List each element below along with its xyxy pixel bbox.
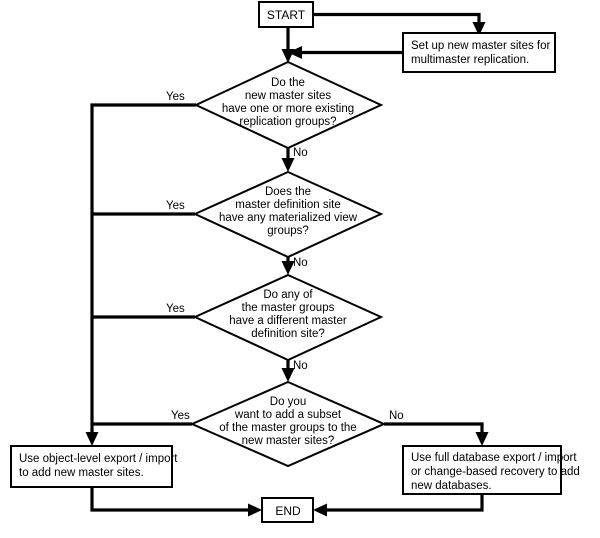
node-fulldatabase-line-2: or change-based recovery to add	[411, 466, 580, 478]
node-objectlevel-line-2: to add new master sites.	[19, 467, 144, 479]
node-decision3-line-4: definition site?	[251, 328, 325, 340]
node-fulldatabase-line-3: new databases.	[411, 480, 492, 492]
connector-d3-no	[281, 360, 295, 382]
edge-label-d3-no: No	[293, 360, 308, 372]
connector-fulldatabase-to-end	[313, 494, 484, 517]
connector-setup-to-decision1	[288, 46, 403, 59]
node-decision2-line-3: have any materialized view	[219, 212, 358, 224]
node-decision3-line-1: Do any of	[263, 289, 313, 301]
node-decision2-line-1: Does the	[265, 186, 311, 198]
node-setup-line-2: multimaster replication.	[411, 54, 529, 66]
node-start[interactable]: START	[258, 1, 314, 28]
node-object-level-export-import[interactable]: Use object-level export / import to add …	[10, 445, 178, 488]
connector-start-down	[281, 27, 295, 63]
connector-objectlevel-to-end	[90, 487, 262, 517]
node-end[interactable]: END	[261, 497, 314, 523]
node-decision2-line-2: master definition site	[235, 199, 340, 211]
edge-label-d2-yes: Yes	[166, 200, 185, 212]
node-decision2-line-4: groups?	[267, 225, 309, 237]
edge-label-d1-yes: Yes	[166, 91, 185, 103]
node-decision-materialized-view-groups[interactable]: Does the master definition site have any…	[192, 170, 384, 259]
node-decision4-line-4: new master sites?	[242, 435, 335, 447]
node-decision1-line-2: new master sites	[245, 90, 332, 102]
connector-yes-spine	[85, 103, 196, 446]
edge-label-d1-no: No	[293, 147, 308, 159]
node-decision-add-subset-of-master-groups[interactable]: Do you want to add a subset of the maste…	[189, 380, 387, 468]
node-objectlevel-line-1: Use object-level export / import	[19, 453, 178, 465]
node-fulldatabase-line-1: Use full database export / import	[411, 452, 577, 464]
connector-d2-no	[281, 257, 295, 275]
node-decision3-line-2: the master groups	[242, 302, 335, 314]
connector-d1-no	[281, 148, 295, 172]
node-end-label: END	[275, 504, 301, 518]
node-decision4-line-3: of the master groups to the	[219, 422, 356, 434]
edge-label-d4-no: No	[389, 410, 404, 422]
node-decision3-line-3: have a different master	[229, 315, 347, 327]
node-decision-existing-replication-groups[interactable]: Do the new master sites have one or more…	[193, 60, 384, 150]
node-setup-line-1: Set up new master sites for	[411, 40, 551, 52]
node-decision4-line-1: Do you	[270, 396, 306, 408]
edge-label-d3-yes: Yes	[166, 303, 185, 315]
node-decision1-line-1: Do the	[271, 77, 305, 89]
node-decision1-line-3: have one or more existing	[222, 103, 354, 115]
node-start-label: START	[267, 8, 306, 22]
node-decision-different-master-definition-site[interactable]: Do any of the master groups have a diffe…	[192, 273, 384, 362]
edge-label-d2-no: No	[293, 257, 308, 269]
node-full-database-export-import[interactable]: Use full database export / import or cha…	[402, 445, 580, 495]
node-setup-master-sites[interactable]: Set up new master sites for multimaster …	[402, 32, 556, 73]
node-decision4-line-2: want to add a subset	[234, 409, 342, 421]
edge-label-d4-yes: Yes	[171, 410, 190, 422]
connector-start-to-setup	[313, 12, 486, 36]
connector-d4-no	[384, 422, 489, 446]
node-decision1-line-4: replication groups?	[239, 116, 336, 128]
